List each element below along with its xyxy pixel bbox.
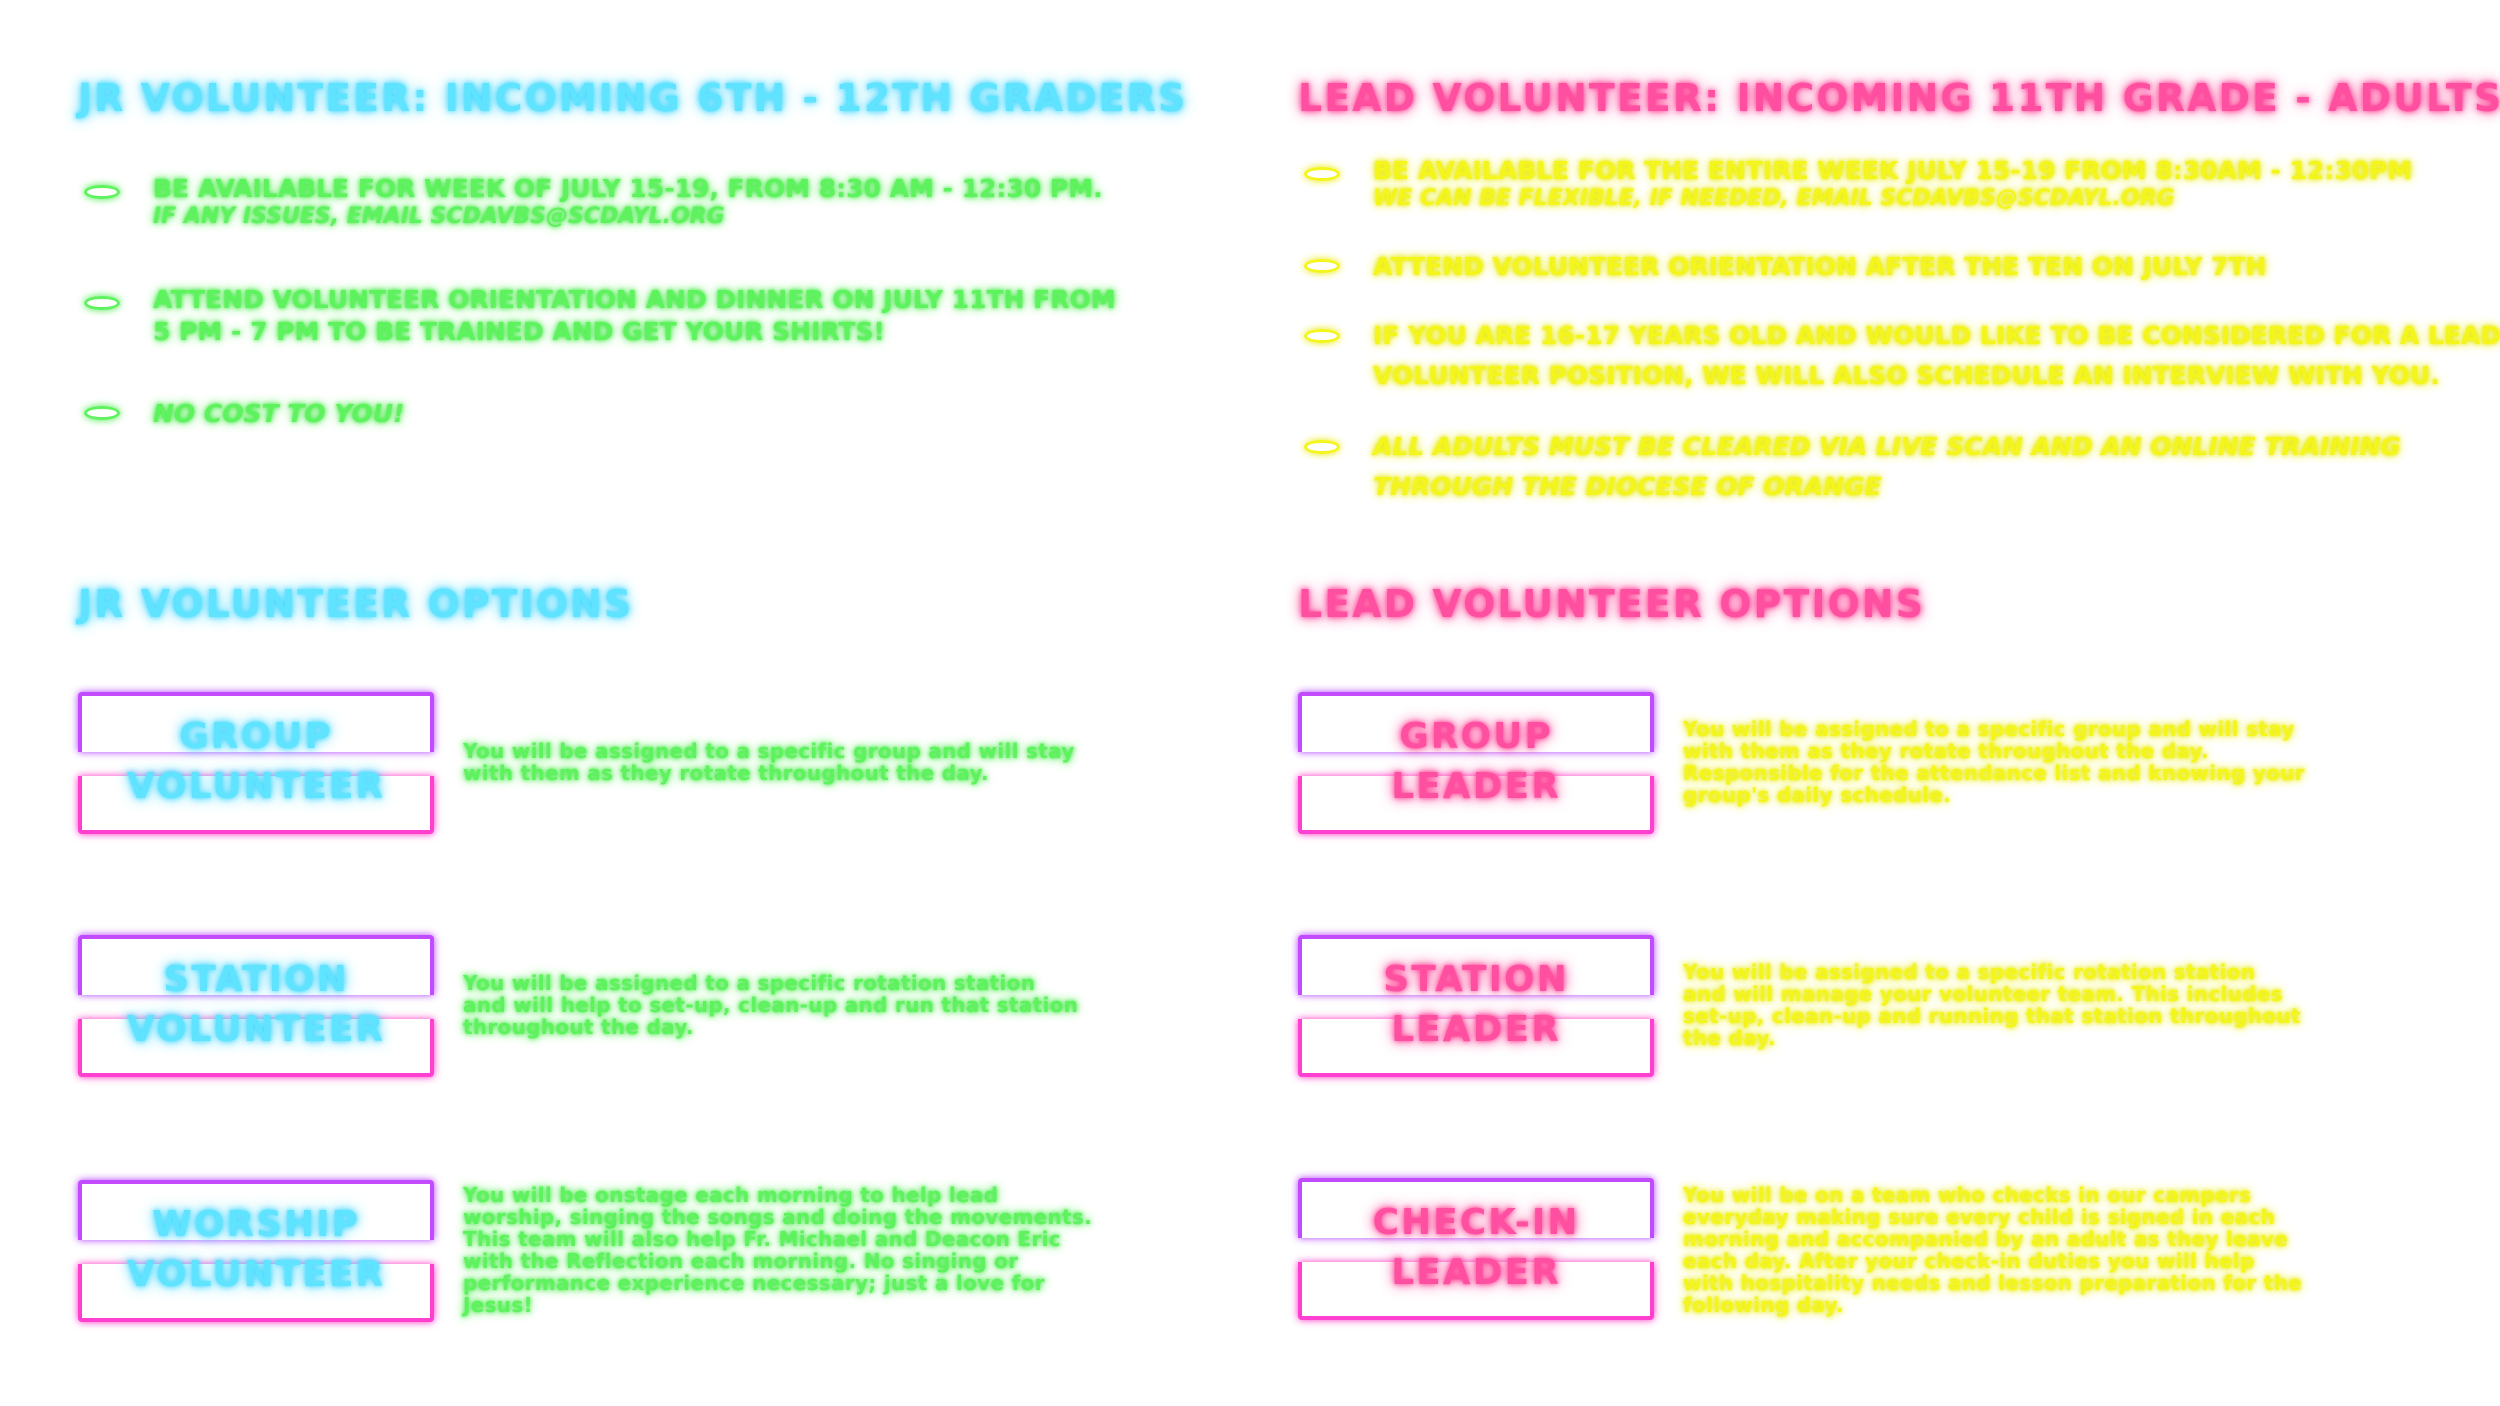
lead-option-group-leader: GROUP LEADER You will be assigned to a s… xyxy=(1298,692,2498,842)
option-title-line2: LEADER xyxy=(1391,766,1561,807)
option-title-line2: VOLUNTEER xyxy=(126,1009,386,1050)
jr-requirement-1-text: BE AVAILABLE FOR WEEK OF JULY 15-19, FRO… xyxy=(153,174,1103,203)
bullet-oval-icon xyxy=(1304,329,1340,343)
bullet-oval-icon xyxy=(84,185,120,199)
neon-frame: WORSHIP VOLUNTEER xyxy=(78,1180,434,1322)
jr-requirement-2-line1: ATTEND VOLUNTEER ORIENTATION AND DINNER … xyxy=(153,285,1116,314)
jr-option-worship-volunteer: WORSHIP VOLUNTEER You will be onstage ea… xyxy=(78,1180,1278,1330)
jr-option-station-volunteer: STATION VOLUNTEER You will be assigned t… xyxy=(78,935,1278,1085)
lead-requirement-2-text: ATTEND VOLUNTEER ORIENTATION AFTER THE T… xyxy=(1373,252,2267,281)
bullet-oval-icon xyxy=(84,406,120,420)
neon-frame: GROUP LEADER xyxy=(1298,692,1654,834)
jr-requirement-3-text: NO COST TO YOU! xyxy=(153,399,405,428)
option-description: You will be assigned to a specific group… xyxy=(463,739,1075,785)
jr-options-heading: JR VOLUNTEER OPTIONS xyxy=(78,582,634,626)
bullet-oval-icon xyxy=(1304,440,1340,454)
option-title-line1: CHECK-IN xyxy=(1372,1202,1580,1243)
lead-options-heading: LEAD VOLUNTEER OPTIONS xyxy=(1298,582,1925,626)
lead-requirement-4-line2: THROUGH THE DIOCESE OF ORANGE xyxy=(1373,472,1882,501)
lead-requirement-3-line2: VOLUNTEER POSITION, WE WILL ALSO SCHEDUL… xyxy=(1373,361,2440,390)
lead-requirement-3-line1: IF YOU ARE 16-17 YEARS OLD AND WOULD LIK… xyxy=(1373,321,2500,350)
option-title: STATION LEADER xyxy=(1298,955,1654,1055)
neon-frame: STATION LEADER xyxy=(1298,935,1654,1077)
option-title: CHECK-IN LEADER xyxy=(1298,1198,1654,1298)
option-title-line1: WORSHIP xyxy=(152,1204,360,1245)
bullet-oval-icon xyxy=(1304,259,1340,273)
option-title-line1: GROUP xyxy=(1399,716,1553,757)
jr-volunteer-heading: JR VOLUNTEER: INCOMING 6TH - 12TH GRADER… xyxy=(78,76,1188,120)
option-description: You will be assigned to a specific rotat… xyxy=(1683,960,2301,1050)
lead-requirement-1-sub: WE CAN BE FLEXIBLE, IF NEEDED, EMAIL SCD… xyxy=(1373,186,2175,211)
lead-requirement-4-line1: ALL ADULTS MUST BE CLEARED VIA LIVE SCAN… xyxy=(1373,432,2401,461)
option-title: WORSHIP VOLUNTEER xyxy=(78,1200,434,1300)
option-title-line2: LEADER xyxy=(1391,1252,1561,1293)
option-title-line1: GROUP xyxy=(179,716,333,757)
lead-volunteer-heading: LEAD VOLUNTEER: INCOMING 11TH GRADE - AD… xyxy=(1298,76,2500,120)
option-title: GROUP VOLUNTEER xyxy=(78,712,434,812)
neon-frame: STATION VOLUNTEER xyxy=(78,935,434,1077)
neon-frame: CHECK-IN LEADER xyxy=(1298,1178,1654,1320)
neon-frame: GROUP VOLUNTEER xyxy=(78,692,434,834)
option-title-line2: VOLUNTEER xyxy=(126,766,386,807)
option-title-line1: STATION xyxy=(163,959,349,1000)
option-title: STATION VOLUNTEER xyxy=(78,955,434,1055)
option-description: You will be assigned to a specific group… xyxy=(1683,717,2305,807)
lead-requirement-1-text: BE AVAILABLE FOR THE ENTIRE WEEK JULY 15… xyxy=(1373,156,2413,185)
jr-requirement-2-line2: 5 PM - 7 PM TO BE TRAINED AND GET YOUR S… xyxy=(153,317,885,346)
lead-option-check-in-leader: CHECK-IN LEADER You will be on a team wh… xyxy=(1298,1178,2498,1328)
option-title: GROUP LEADER xyxy=(1298,712,1654,812)
bullet-oval-icon xyxy=(1304,167,1340,181)
option-description: You will be onstage each morning to help… xyxy=(463,1183,1092,1317)
option-title-line2: LEADER xyxy=(1391,1009,1561,1050)
jr-option-group-volunteer: GROUP VOLUNTEER You will be assigned to … xyxy=(78,692,1278,842)
option-description: You will be on a team who checks in our … xyxy=(1683,1183,2303,1317)
jr-requirement-1-sub: IF ANY ISSUES, EMAIL SCDAVBS@SCDAYL.ORG xyxy=(153,204,725,229)
option-description: You will be assigned to a specific rotat… xyxy=(463,971,1079,1039)
lead-option-station-leader: STATION LEADER You will be assigned to a… xyxy=(1298,935,2498,1085)
option-title-line2: VOLUNTEER xyxy=(126,1254,386,1295)
option-title-line1: STATION xyxy=(1383,959,1569,1000)
bullet-oval-icon xyxy=(84,296,120,310)
